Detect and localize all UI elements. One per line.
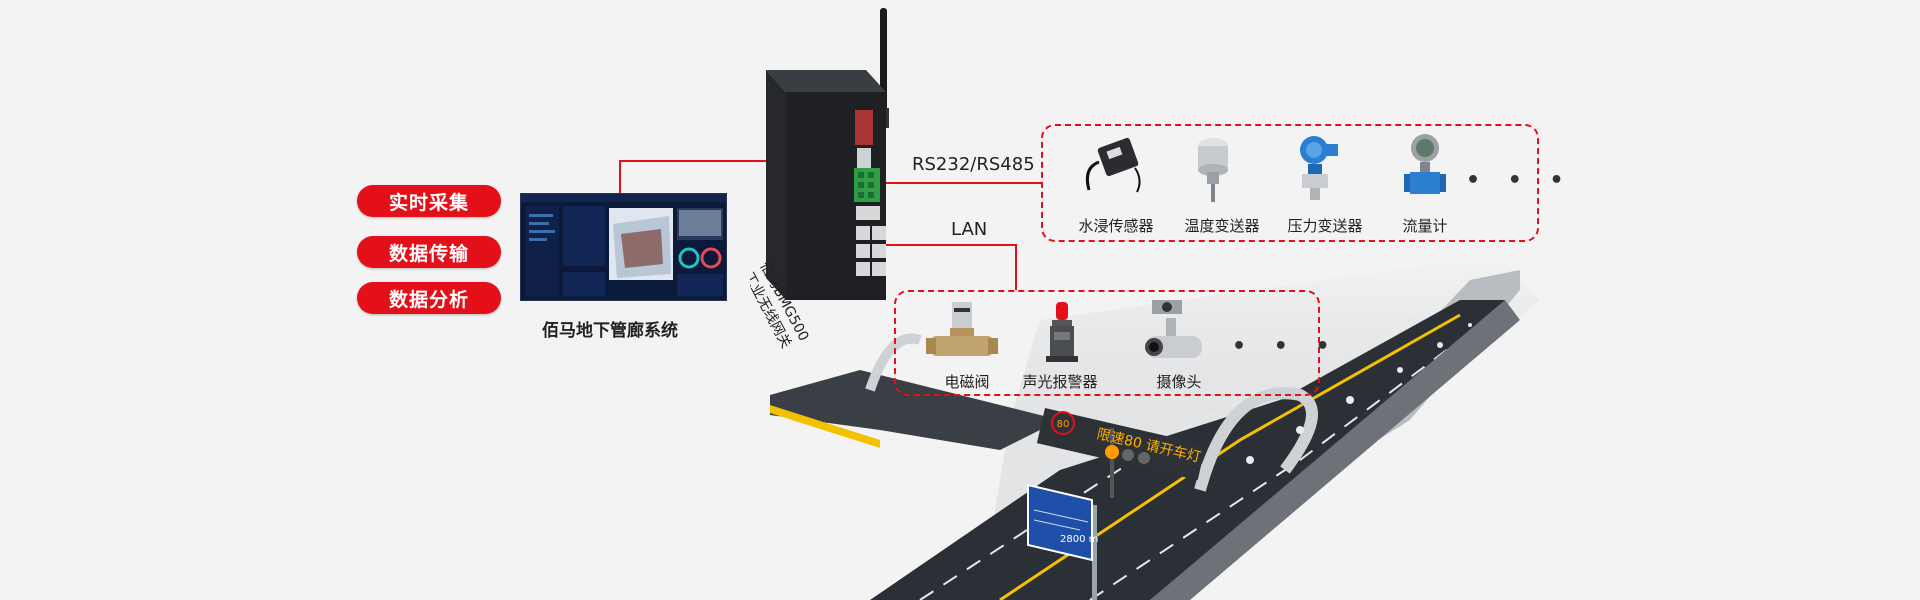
gateway-label: 佰马BMG500 工业无线网关	[750, 259, 812, 351]
speed-limit-badge-text: 80	[1057, 419, 1070, 430]
feature-pill-label: 数据传输	[388, 242, 469, 265]
feature-pill-data-analysis: 数据分析	[357, 282, 501, 314]
device-label-sound-light-alarm: 声光报警器	[1022, 373, 1098, 391]
sound-light-alarm-icon	[1046, 302, 1078, 362]
platform-dashboard-screenshot	[520, 193, 727, 301]
flow-meter-icon	[1404, 134, 1446, 194]
road-sign	[1027, 483, 1097, 600]
speed-limit-badge	[1051, 411, 1075, 435]
lan-devices-group	[894, 290, 1320, 396]
serial-devices-group	[1041, 124, 1539, 242]
camera-icon	[1145, 300, 1202, 358]
temperature-transmitter-icon	[1198, 138, 1228, 202]
pressure-transmitter-icon	[1300, 136, 1338, 200]
platform-caption: 佰马地下管廊系统	[542, 321, 678, 341]
device-label-water-leak-sensor: 水浸传感器	[1078, 217, 1154, 235]
led-gantry-sign	[1036, 407, 1206, 498]
feature-pill-realtime-collection: 实时采集	[357, 185, 501, 217]
lan-interface-label: LAN	[951, 219, 988, 240]
solenoid-valve-icon	[926, 302, 998, 356]
more-serial-devices-ellipsis: • • •	[1466, 168, 1574, 193]
water-leak-sensor-icon	[1085, 137, 1141, 193]
feature-pill-label: 数据分析	[388, 288, 469, 311]
device-label-flow-meter: 流量计	[1402, 217, 1448, 235]
gateway-device	[766, 8, 889, 300]
road-sign-distance: 2800 m	[1060, 534, 1098, 545]
feature-pill-data-transmission: 数据传输	[357, 236, 501, 268]
feature-pill-label: 实时采集	[388, 191, 469, 214]
device-label-temperature-transmitter: 温度变送器	[1184, 217, 1260, 235]
serial-interface-label: RS232/RS485	[912, 154, 1035, 175]
device-label-camera: 摄像头	[1156, 373, 1202, 391]
device-label-pressure-transmitter: 压力变送器	[1287, 217, 1363, 235]
device-label-solenoid-valve: 电磁阀	[944, 373, 990, 391]
lane-marking	[770, 405, 880, 448]
more-lan-devices-ellipsis: • • •	[1232, 334, 1340, 359]
